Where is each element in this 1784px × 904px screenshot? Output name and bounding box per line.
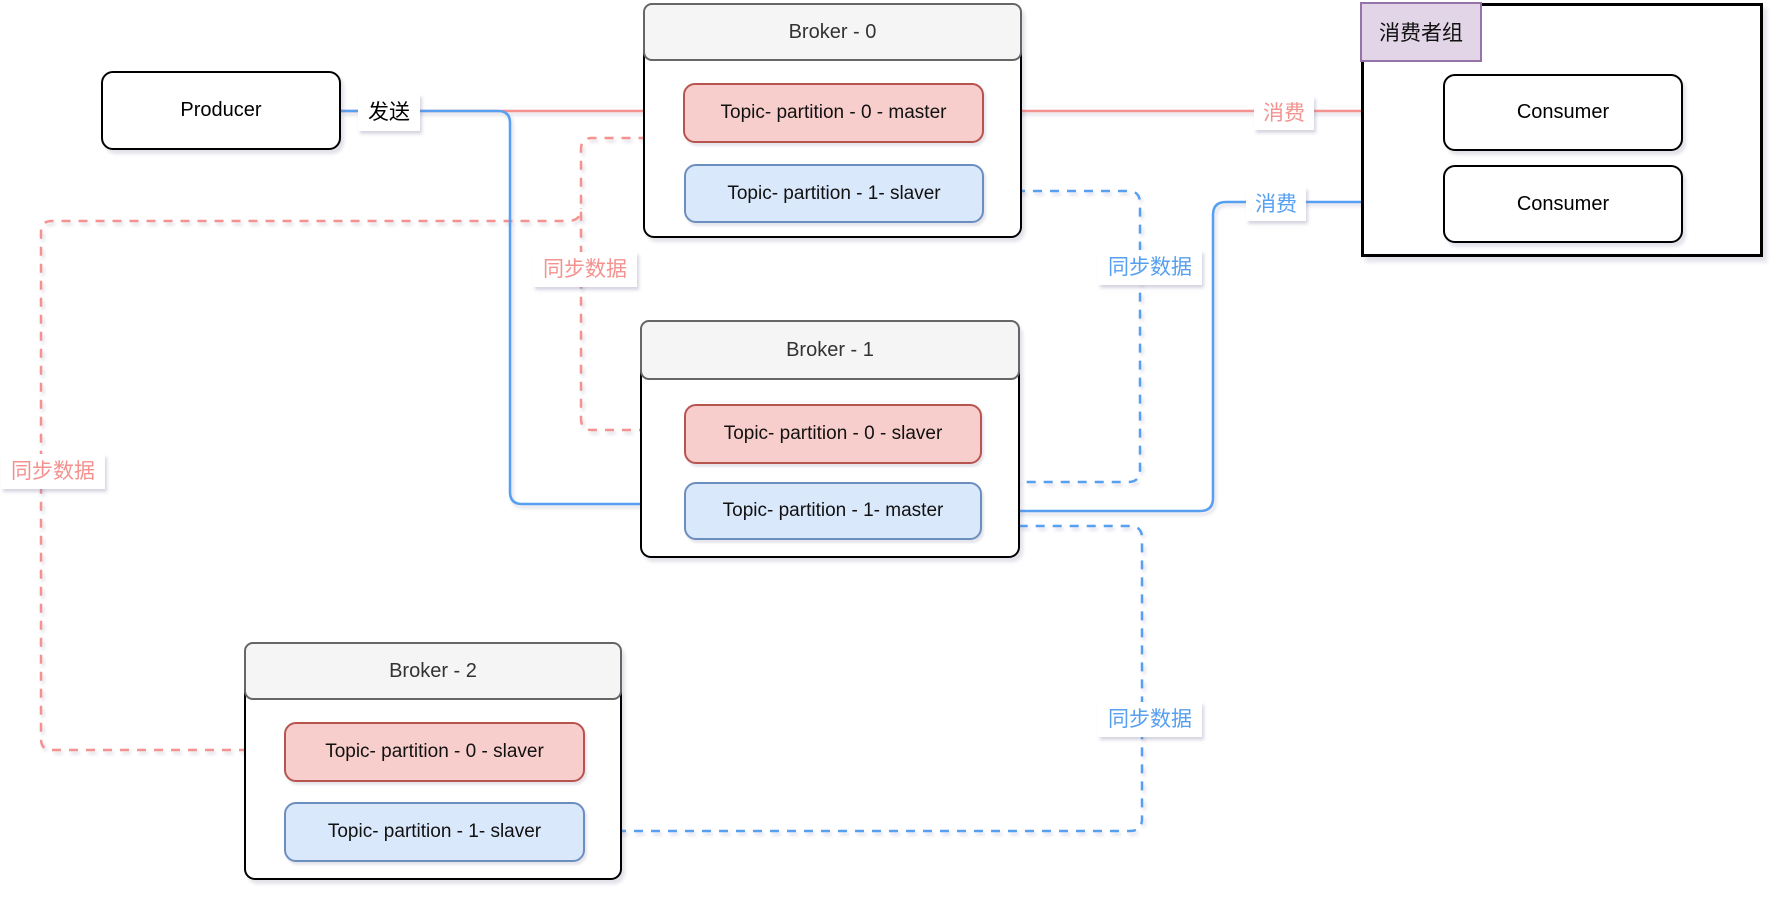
edge-sync-broker2-slaver0 [39, 207, 583, 752]
sync-pink-mid-text: 同步数据 [543, 258, 627, 281]
broker-0-partition-0-master: Topic- partition - 0 - master [683, 83, 984, 143]
edge-label-sync-blue-bottom: 同步数据 [1098, 702, 1202, 737]
consume-bottom-text: 消费 [1255, 192, 1297, 216]
consumer-label: Consumer [1516, 101, 1610, 123]
broker-1-node: Broker - 1 Topic- partition - 0 - slaver… [640, 320, 1020, 558]
send-text: 发送 [368, 101, 410, 124]
edge-label-sync-pink-left: 同步数据 [1, 454, 105, 489]
edge-label-sync-blue-top: 同步数据 [1098, 250, 1202, 285]
partition-label: Topic- partition - 0 - slaver [723, 423, 943, 444]
broker-0-header: Broker - 0 [643, 3, 1022, 61]
broker-2-title: Broker - 2 [389, 659, 477, 682]
consumer-group-title: 消费者组 [1379, 22, 1463, 45]
consumer-1-node: Consumer [1443, 74, 1683, 151]
edge-label-send: 发送 [358, 94, 420, 131]
partition-label: Topic- partition - 1- slaver [327, 821, 542, 842]
broker-1-header: Broker - 1 [640, 320, 1020, 380]
partition-label: Topic- partition - 0 - master [720, 102, 947, 123]
edge-consumer2-to-master1 [999, 200, 1440, 513]
sync-blue-bottom-text: 同步数据 [1108, 708, 1192, 731]
producer-label: Producer [180, 99, 262, 121]
broker-2-partition-1-slaver: Topic- partition - 1- slaver [284, 802, 585, 862]
edge-label-sync-pink-mid: 同步数据 [533, 252, 637, 287]
edge-label-consume-top: 消费 [1254, 96, 1314, 130]
broker-2-node: Broker - 2 Topic- partition - 0 - slaver… [244, 642, 622, 880]
edge-sync-broker2-slaver1 [583, 524, 1144, 833]
edge-sync-broker0-slaver1 [982, 189, 1142, 484]
broker-1-title: Broker - 1 [786, 338, 874, 361]
producer-node: Producer [101, 71, 341, 150]
consumer-2-node: Consumer [1443, 165, 1683, 243]
sync-blue-top-text: 同步数据 [1108, 256, 1192, 279]
edge-label-consume-bottom: 消费 [1246, 187, 1306, 221]
broker-0-node: Broker - 0 Topic- partition - 0 - master… [643, 3, 1022, 238]
broker-1-partition-0-slaver: Topic- partition - 0 - slaver [684, 404, 982, 464]
consumer-label: Consumer [1516, 192, 1610, 215]
consumer-group-tab: 消费者组 [1360, 2, 1482, 62]
broker-2-partition-0-slaver: Topic- partition - 0 - slaver [284, 722, 585, 782]
broker-2-header: Broker - 2 [244, 642, 622, 700]
broker-1-partition-1-master: Topic- partition - 1- master [684, 482, 982, 540]
broker-0-partition-1-slaver: Topic- partition - 1- slaver [684, 164, 984, 223]
partition-label: Topic- partition - 1- slaver [727, 182, 941, 204]
consume-top-text: 消费 [1263, 101, 1305, 125]
broker-0-title: Broker - 0 [788, 20, 877, 43]
partition-label: Topic- partition - 0 - slaver [325, 741, 544, 762]
sync-pink-left-text: 同步数据 [11, 460, 95, 483]
edge-producer-to-master1 [340, 109, 664, 506]
partition-label: Topic- partition - 1- master [722, 500, 944, 521]
